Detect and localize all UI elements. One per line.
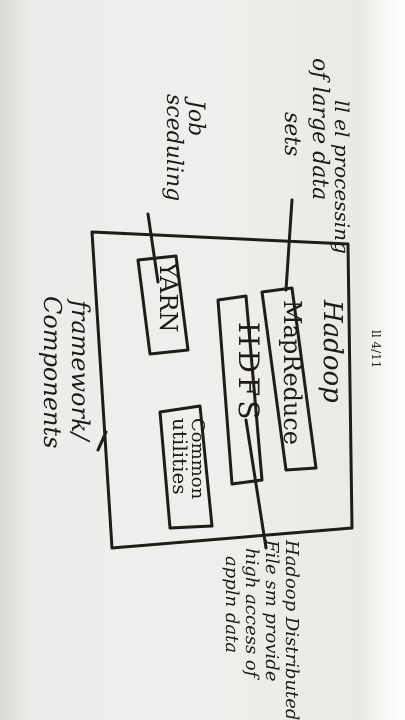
yarn-label: YARN [154,262,182,333]
mapreduce-connector [284,198,294,292]
hdfs-connector [244,418,268,550]
hdfs-box [216,294,264,486]
hadoop-outer-box [90,230,354,550]
job-scheduling-note-line1: Job [183,100,208,137]
yarn-box [136,254,190,356]
hdfs-note-line3: high access of [241,548,262,678]
framework-label-line1: framework/ [66,300,94,441]
parallel-processing-note-line1: ll el processing [330,100,354,254]
framework-label-line2: Components [38,296,66,449]
parallel-processing-note-line3: sets [279,112,304,157]
job-scheduling-note-line2: sceduling [161,94,186,202]
mapreduce-box [260,286,318,472]
parallel-processing-note-line2: of large data [307,58,332,201]
hadoop-label: Hadoop [317,300,347,403]
framework-connector [96,430,108,452]
hdfs-note-line1: Hadoop Distributed [281,540,302,720]
hdfs-note-line4: appln data [221,556,242,654]
hdfs-label: HDFS [232,322,265,424]
yarn-connector [146,212,160,284]
hdfs-note-line2: File sm provide [261,540,282,682]
common-utilities-box [158,404,214,530]
common-label-line2: utilities [168,418,192,495]
mapreduce-label: MapReduce [278,300,306,445]
corner-note: ll 4/11 [369,330,383,369]
